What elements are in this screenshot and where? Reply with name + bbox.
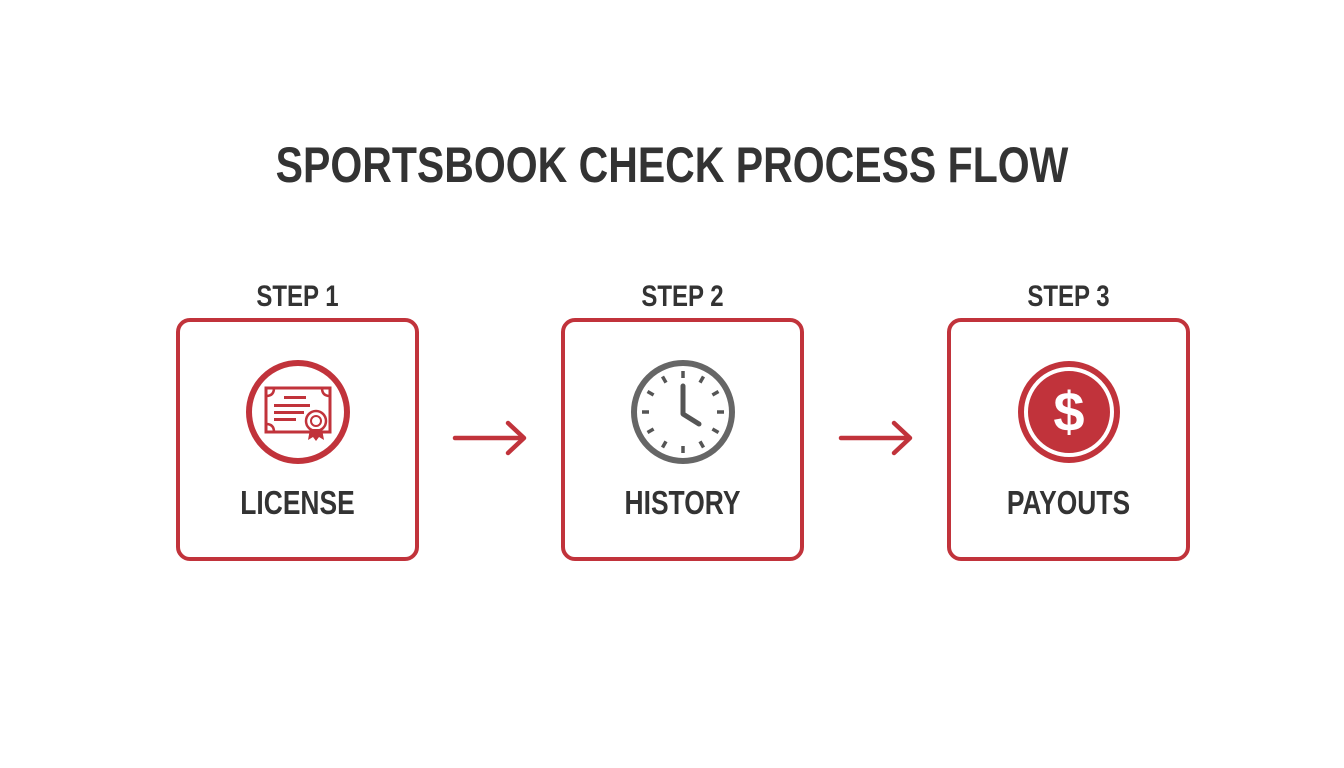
svg-text:$: $	[1053, 380, 1084, 443]
diagram-title: SPORTSBOOK CHECK PROCESS FLOW	[275, 137, 1069, 193]
step-2-label: STEP 2	[641, 280, 724, 313]
step-2-box: HISTORY	[561, 318, 804, 561]
step-2: STEP 2	[561, 278, 804, 561]
step-1-label: STEP 1	[256, 280, 339, 313]
step-1-title: LICENSE	[240, 484, 355, 521]
arrow-right-icon	[838, 418, 914, 458]
step-3: STEP 3 $ PAYOUTS	[947, 278, 1190, 561]
step-1: STEP 1 LICENSE	[176, 278, 419, 561]
step-3-box: $ PAYOUTS	[947, 318, 1190, 561]
certificate-icon	[244, 358, 352, 466]
dollar-coin-icon: $	[1015, 358, 1123, 466]
step-1-box: LICENSE	[176, 318, 419, 561]
clock-icon	[629, 358, 737, 466]
step-3-label: STEP 3	[1027, 280, 1110, 313]
step-3-title: PAYOUTS	[1006, 484, 1131, 521]
arrow-right-icon	[452, 418, 528, 458]
step-2-title: HISTORY	[624, 484, 741, 521]
